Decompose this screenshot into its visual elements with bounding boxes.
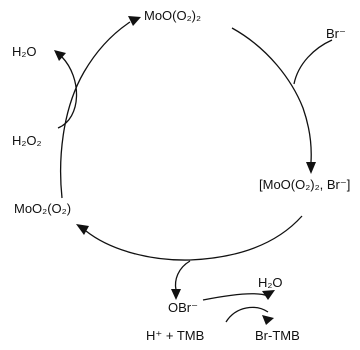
obr-to-water-curve [202, 293, 269, 301]
water-out-label: H₂O [12, 44, 37, 59]
arrowhead-top [128, 16, 141, 26]
bromide-feed-curve [293, 39, 333, 85]
arrowhead-brtmb [262, 315, 274, 325]
right-species-label: [MoO(O₂)₂, Br⁻] [259, 177, 350, 192]
cycle-arc-top-to-right [231, 27, 312, 163]
tmb-to-brtmb-curve [225, 306, 269, 323]
arrowhead-water-product [262, 290, 275, 300]
arrowhead-water-out [54, 50, 66, 61]
arrowhead-obr [171, 289, 181, 300]
hypobromite-release-curve [174, 260, 191, 291]
peroxide-label: H₂O₂ [12, 133, 42, 148]
proton-tmb-label: H⁺ + TMB [146, 328, 204, 343]
arrowhead-right [306, 162, 316, 174]
water-product-label: H₂O [258, 275, 283, 290]
left-species-label: MoO₂(O₂) [14, 201, 71, 216]
cycle-arc-left-to-top [60, 21, 131, 199]
hypobromite-label: OBr⁻ [168, 300, 198, 315]
arrowhead-left [76, 224, 89, 235]
bromide-label: Br⁻ [326, 26, 346, 41]
peroxide-water-curve [57, 56, 78, 129]
cycle-arc-right-to-left [85, 215, 303, 261]
br-tmb-label: Br-TMB [255, 328, 300, 343]
top-species-label: MoO(O₂)₂ [144, 8, 201, 23]
